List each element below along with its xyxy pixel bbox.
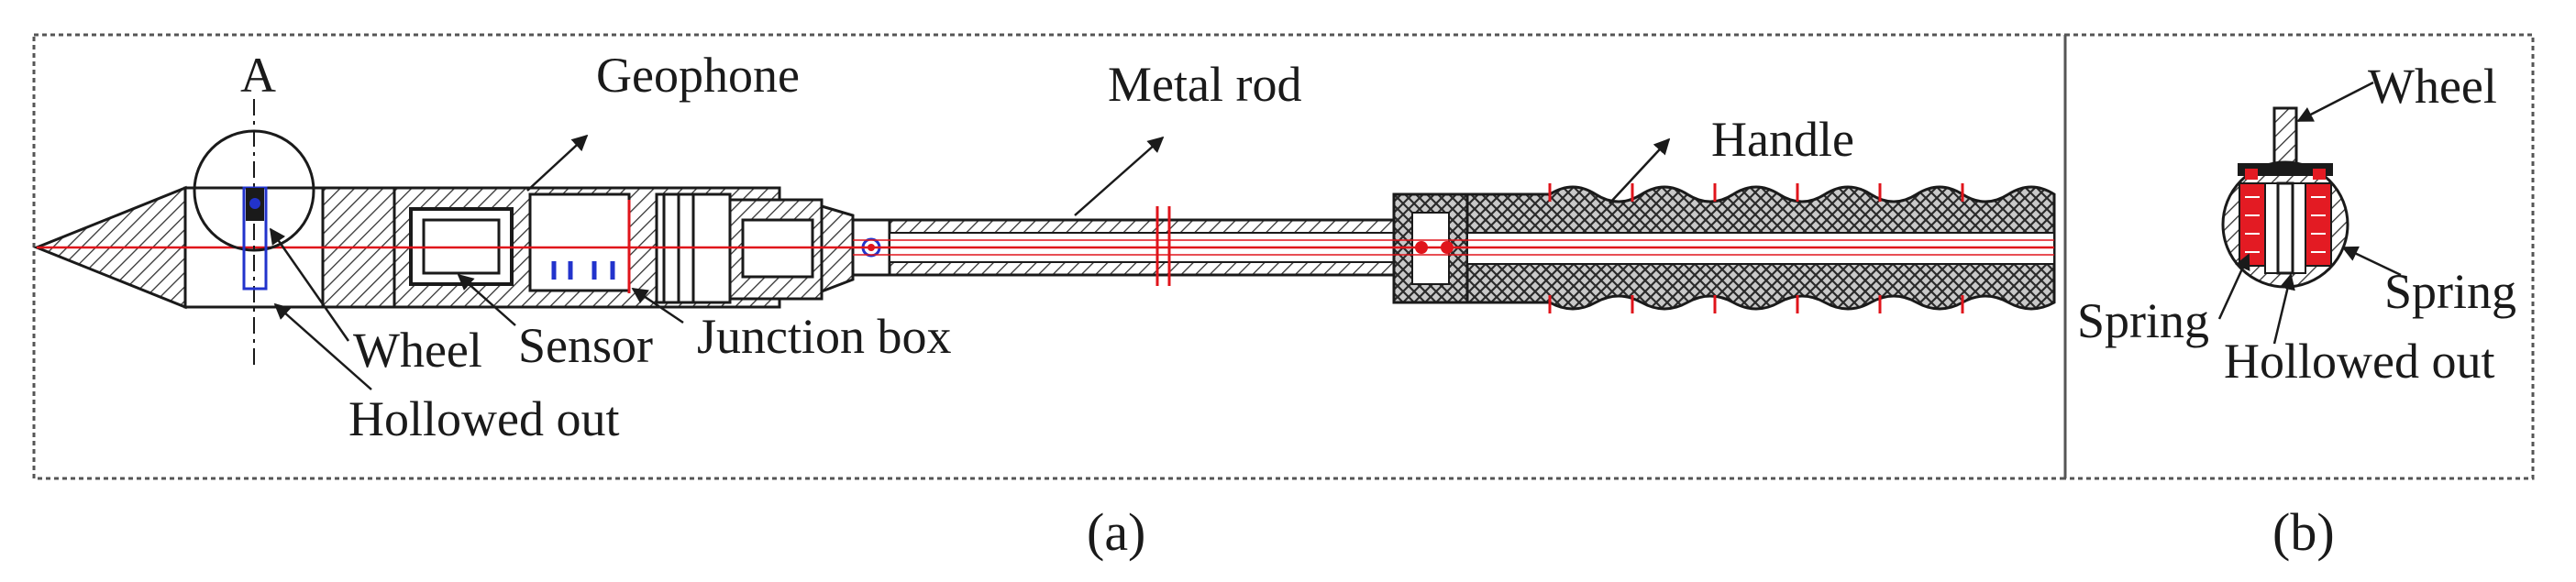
label-sensor: Sensor bbox=[518, 318, 653, 373]
caption-a: (a) bbox=[1087, 502, 1145, 562]
label-b-spring-right: Spring bbox=[2384, 264, 2516, 319]
spring-left-element bbox=[2239, 182, 2266, 267]
label-b-wheel: Wheel bbox=[2368, 59, 2497, 114]
panel-b: Wheel Spring Spring Hollowed out (b) bbox=[2063, 33, 2535, 562]
label-b-spring-left: Spring bbox=[2077, 293, 2209, 348]
label-metal-rod: Metal rod bbox=[1108, 57, 1301, 112]
label-handle: Handle bbox=[1711, 112, 1854, 167]
label-b-hollowed-out: Hollowed out bbox=[2224, 334, 2494, 389]
label-hollowed-out: Hollowed out bbox=[348, 391, 619, 446]
panel-b-frame bbox=[2063, 33, 2535, 480]
panel-a: A Geophone Metal rod Handle Wheel Sensor… bbox=[32, 33, 2067, 562]
label-junction-box: Junction box bbox=[697, 309, 952, 364]
label-detail-a: A bbox=[240, 48, 276, 103]
label-geophone: Geophone bbox=[596, 48, 800, 103]
caption-b: (b) bbox=[2272, 502, 2335, 562]
label-wheel: Wheel bbox=[353, 323, 482, 378]
spring-right-element bbox=[2305, 182, 2332, 267]
